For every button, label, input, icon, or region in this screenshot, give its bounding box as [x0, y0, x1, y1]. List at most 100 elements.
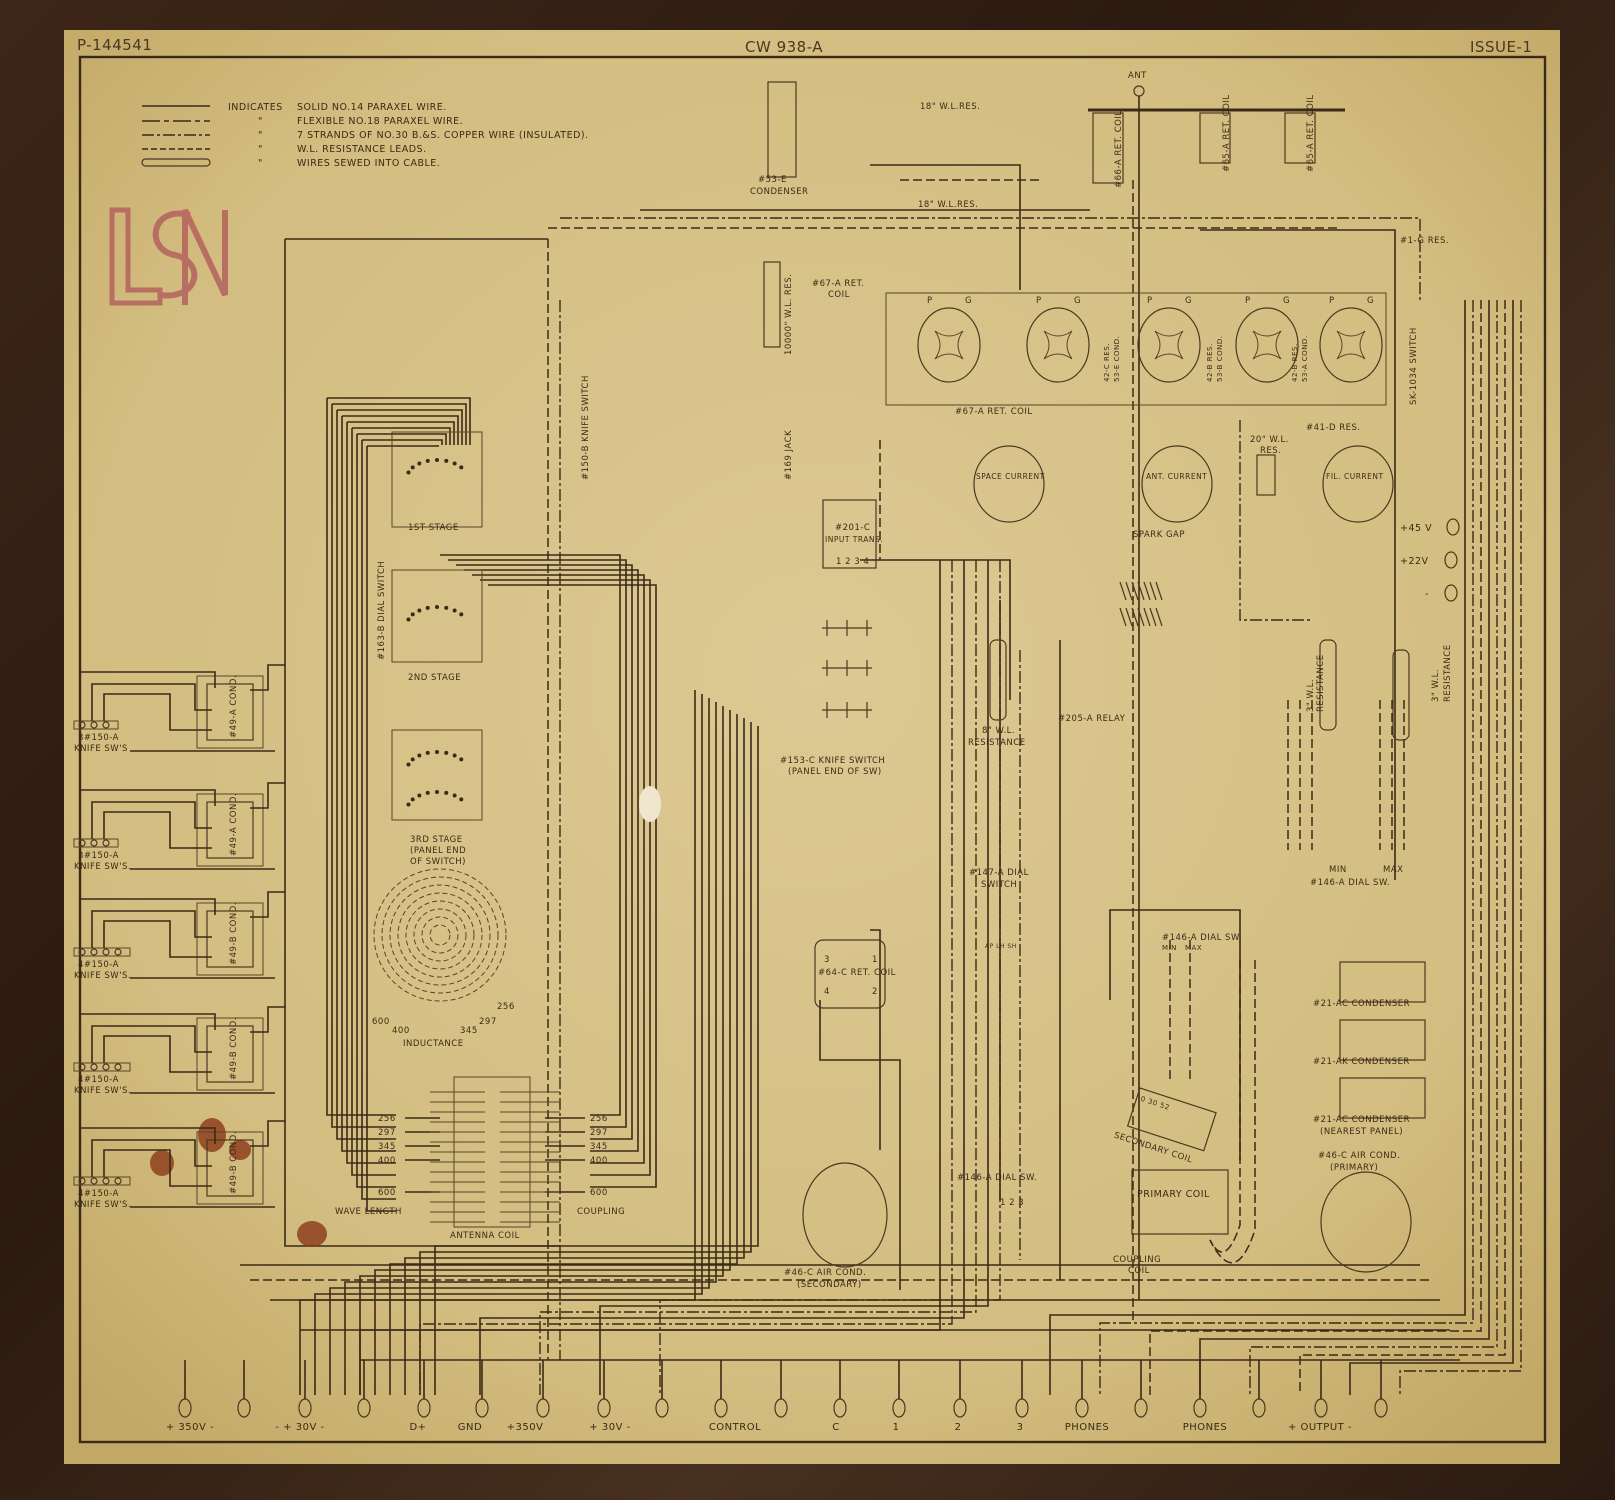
switch-contact-icon: [410, 757, 415, 762]
legend-item: W.L. RESISTANCE LEADS.: [297, 144, 427, 155]
wire: [331, 404, 396, 1128]
coil-winding: [1155, 607, 1163, 627]
min-label: MIN: [1162, 944, 1177, 952]
wl-res-20-label: 20" W.L.: [1250, 435, 1289, 445]
coupling-tap-label: 600: [590, 1188, 608, 1198]
wl-resistance-3-label: RESISTANCE: [1443, 644, 1453, 702]
coil-turn: [405, 900, 475, 970]
switch-contact-icon: [459, 757, 464, 762]
terminal-label: CONTROL: [709, 1422, 761, 1433]
condenser-21ac-label: (NEAREST PANEL): [1320, 1127, 1403, 1137]
wire: [1200, 229, 1396, 880]
switch-contact-icon: [452, 793, 457, 798]
wire: [870, 929, 881, 1150]
switch-contact-icon: [406, 762, 411, 767]
wire: [351, 428, 396, 1176]
wl-resistance-3: [1392, 649, 1410, 741]
wire: [479, 560, 965, 1395]
legend-item: 7 STRANDS OF NO.30 B.&S. COPPER WIRE (IN…: [297, 130, 589, 141]
wire-network: [240, 96, 1522, 1395]
terminal-45v-icon: [1446, 518, 1460, 536]
res-42b-label: 42-B RES.: [1206, 343, 1214, 382]
knife-switch-label: 4#150-A: [78, 960, 119, 970]
knife-switch-icon: [102, 1063, 110, 1071]
wire: [488, 584, 657, 1188]
input-trans-pins: 1 2 3 4: [836, 557, 869, 567]
wire: [1299, 300, 1506, 1395]
knife-switch-label: KNIFE SW'S.: [74, 971, 131, 981]
wire: [337, 409, 463, 445]
pin-label: 1: [872, 955, 878, 965]
dial-switch-146a-label: #146-A DIAL SW.: [957, 1173, 1037, 1183]
terminal-label: + 350V -: [166, 1422, 214, 1433]
switch-contact-icon: [406, 470, 411, 475]
input-trans-label: INPUT TRANS.: [825, 535, 883, 544]
coil-turn: [397, 892, 483, 978]
coil-winding: [1131, 607, 1139, 627]
knife-switch-icon: [822, 660, 872, 676]
wire: [464, 569, 639, 1152]
dial-switch-stage: [391, 431, 483, 528]
coil-turn: [381, 876, 499, 994]
inductance-tap-label: 600: [372, 1017, 390, 1027]
coupling-tap-label: 345: [590, 1142, 608, 1152]
switch-contact-icon: [444, 750, 449, 755]
condenser-49-label: #49-A COND.: [229, 675, 239, 738]
condenser-49: [196, 1017, 264, 1091]
knife-switch-150b-label: #150-B KNIFE SWITCH: [581, 375, 591, 480]
coil-turn: [373, 868, 507, 1002]
ret-coil-65a-label: #65-A RET. COIL: [1222, 94, 1232, 172]
dial-switch-stage: [391, 729, 483, 821]
switch-contact-icon: [425, 458, 430, 463]
wire: [819, 1000, 901, 1290]
plus-22v-label: +22V: [1400, 556, 1429, 567]
knife-switch-icon: [90, 839, 98, 847]
plate-pin-label: P: [1245, 296, 1251, 306]
coil-winding: [1119, 607, 1127, 627]
grid-pin-label: G: [1367, 296, 1374, 306]
knife-switch-base: [73, 1062, 131, 1072]
condenser-49-label: #49-B COND.: [229, 902, 239, 965]
jack-169-label: #169 JACK: [784, 430, 794, 480]
condenser-49: [196, 1131, 264, 1205]
wire: [1399, 300, 1522, 1395]
tube-filament-icon: [1043, 330, 1073, 360]
inductance-tap-label: 297: [479, 1017, 497, 1027]
space-current-label: SPACE CURRENT: [976, 472, 1045, 481]
wire: [448, 559, 627, 1128]
knife-switch-base: [73, 947, 131, 957]
ret-coil-67a-label: #67-A RET.: [812, 279, 865, 289]
wire: [860, 559, 1011, 700]
wire: [456, 564, 633, 1140]
wire: [1099, 300, 1474, 1395]
wave-length-tap-label: 297: [378, 1128, 396, 1138]
plate-pin-label: P: [1329, 296, 1335, 306]
wire: [1349, 300, 1514, 1395]
switch-contact-icon: [406, 802, 411, 807]
wire: [314, 694, 703, 1395]
cond-53e-label: 53-E COND.: [1113, 336, 1121, 382]
condenser-49: [196, 793, 264, 867]
wave-length-tap-label: 345: [378, 1142, 396, 1152]
terminal-label: +350V: [507, 1422, 544, 1433]
knife-switch-icon: [102, 721, 110, 729]
coil-winding: [1125, 607, 1133, 627]
issue-label: ISSUE-1: [1470, 38, 1532, 56]
fil-current-meter: FIL. CURRENT: [1322, 445, 1394, 523]
knife-switch-153c-label: (PANEL END OF SW): [788, 767, 882, 777]
cond-53a-label: 53-A COND.: [1301, 335, 1309, 382]
terminal-label: 3: [1017, 1422, 1024, 1433]
max-label: MAX: [1383, 865, 1403, 875]
wire: [480, 579, 651, 1176]
wl-res-18-label: 18" W.L.RES.: [920, 102, 980, 112]
dial-switch-147a-label: SWITCH: [981, 880, 1017, 890]
switch-contact-icon: [444, 458, 449, 463]
condenser-49-body: [206, 801, 254, 859]
wire: [332, 403, 467, 445]
antenna-coil-label: ANTENNA COIL: [450, 1231, 520, 1241]
dial-switch-147a-pins: AP LH SH: [985, 943, 1017, 950]
knife-switch-icon: [90, 1177, 98, 1185]
dial-switch-146a-label: #146-A DIAL SW.: [1162, 933, 1242, 943]
